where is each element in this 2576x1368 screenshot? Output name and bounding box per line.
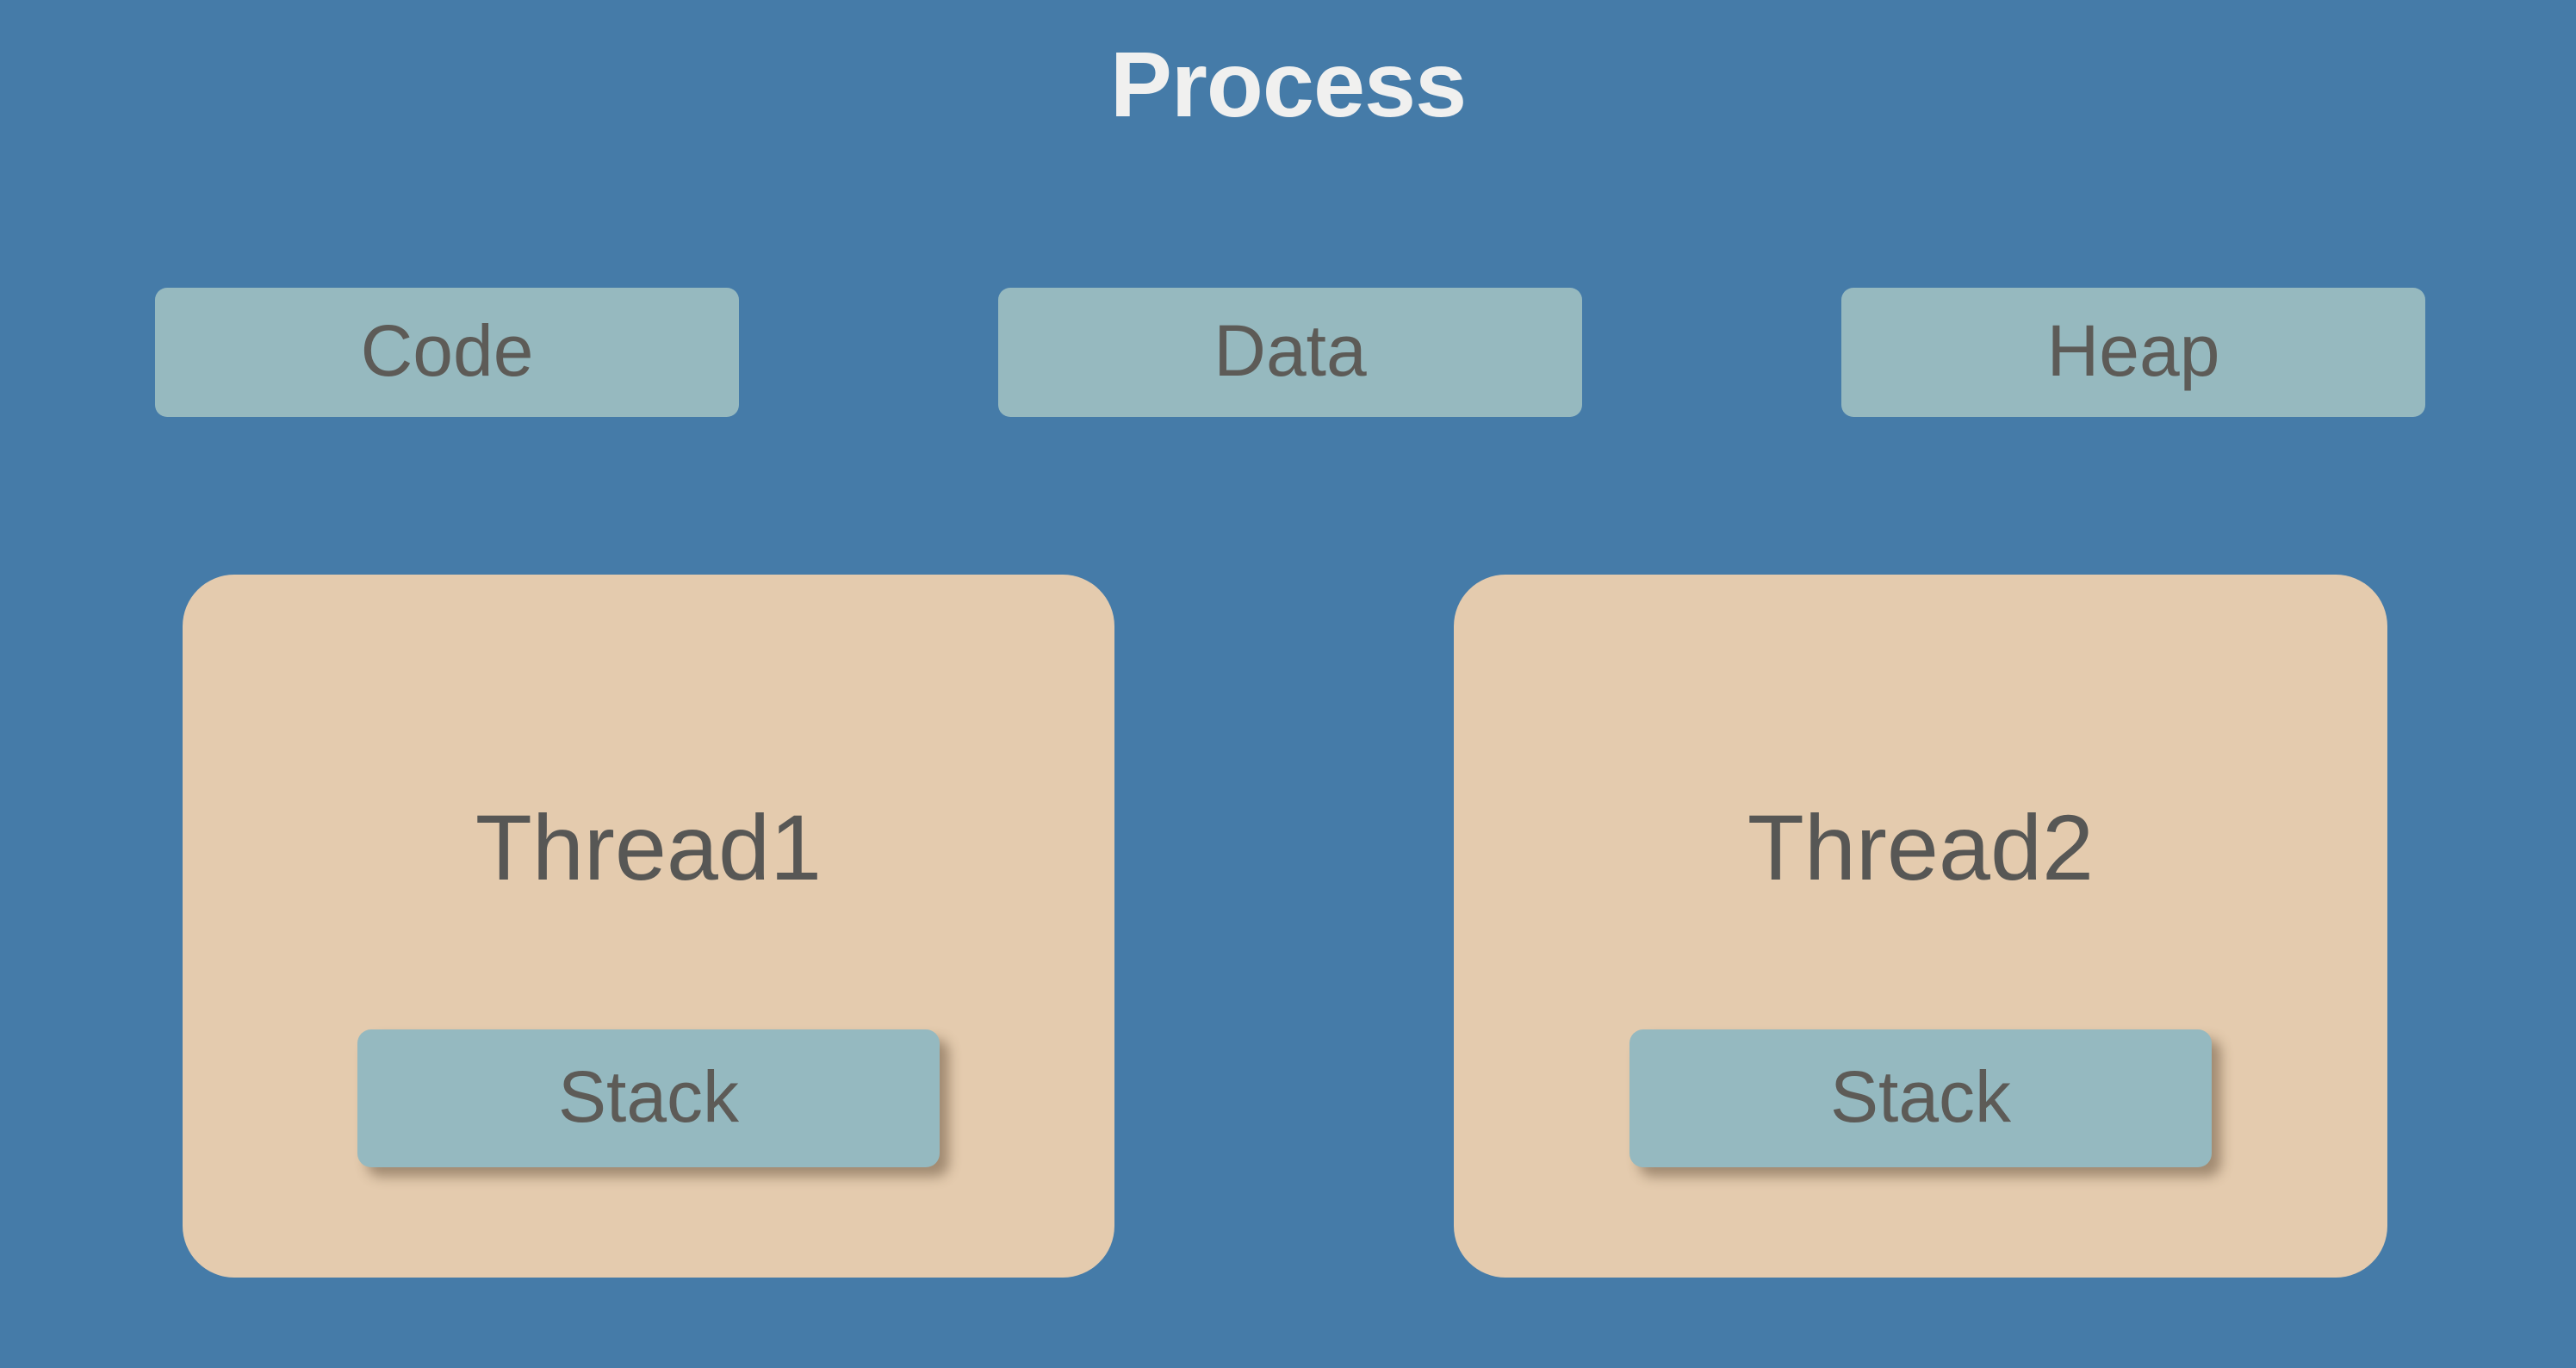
thread-label-thread2: Thread2 <box>1747 795 2095 899</box>
stack-label-thread1: Stack <box>557 1056 740 1137</box>
stack-box-thread2[interactable]: Stack <box>1629 1029 2212 1167</box>
thread-box-thread1[interactable]: Thread1 Stack <box>183 575 1114 1278</box>
stack-box-thread1[interactable]: Stack <box>357 1029 940 1167</box>
page-title: Process <box>1109 32 1467 136</box>
stack-label-thread2: Stack <box>1829 1056 2012 1137</box>
segment-label-data: Data <box>1214 310 1367 391</box>
segment-box-data[interactable]: Data <box>998 288 1582 417</box>
segment-label-heap: Heap <box>2046 310 2220 391</box>
segment-label-code: Code <box>360 310 534 391</box>
thread-box-thread2[interactable]: Thread2 Stack <box>1454 575 2387 1278</box>
thread-label-thread1: Thread1 <box>475 795 822 899</box>
memory-segments-row: Code Data Heap <box>0 288 2576 417</box>
segment-box-heap[interactable]: Heap <box>1841 288 2425 417</box>
segment-box-code[interactable]: Code <box>155 288 739 417</box>
